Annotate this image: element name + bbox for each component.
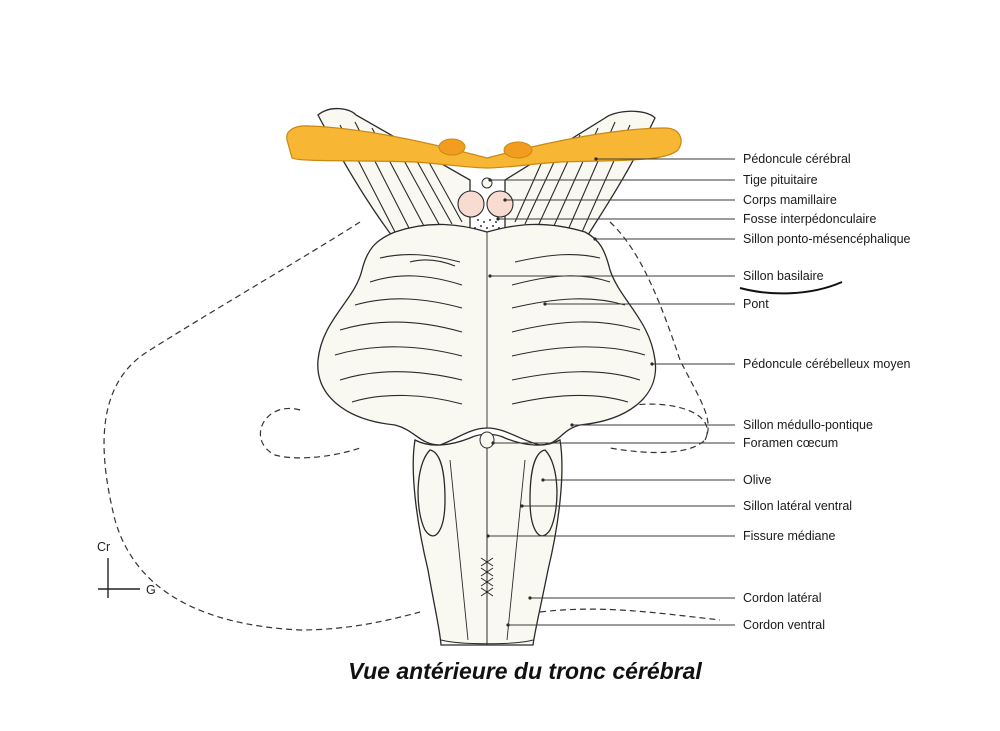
optic-chiasm xyxy=(286,125,682,169)
label-fosse-interpedonculaire: Fosse interpédonculaire xyxy=(743,212,876,226)
axis-label-left: G xyxy=(146,583,156,597)
cerebellum-outline xyxy=(103,221,721,631)
label-sillon-lateral-ventral: Sillon latéral ventral xyxy=(743,499,852,513)
label-fissure-mediane: Fissure médiane xyxy=(743,529,835,543)
diagram-title: Vue antérieure du tronc cérébral xyxy=(348,658,702,684)
pons xyxy=(317,223,657,446)
cerebral-peduncles xyxy=(317,107,656,241)
label-cordon-ventral: Cordon ventral xyxy=(743,618,825,632)
label-pedoncule-cerebral: Pédoncule cérébral xyxy=(743,152,851,166)
medulla xyxy=(412,431,563,646)
handwritten-underline xyxy=(739,281,843,295)
label-pedoncule-cerebelleux-moyen: Pédoncule cérébelleux moyen xyxy=(743,357,911,371)
label-foramen-coecum: Foramen cœcum xyxy=(743,436,838,450)
label-sillon-medullo-pontique: Sillon médullo-pontique xyxy=(743,418,873,432)
leader-lines xyxy=(488,158,735,626)
label-tige-pituitaire: Tige pituitaire xyxy=(743,173,818,187)
label-pont: Pont xyxy=(743,297,769,311)
label-list: Pédoncule cérébral Tige pituitaire Corps… xyxy=(743,152,911,632)
label-sillon-ponto-mesencephalique: Sillon ponto-mésencéphalique xyxy=(743,232,911,246)
orientation-axis: Cr G xyxy=(97,540,156,598)
label-corps-mamillaire: Corps mamillaire xyxy=(743,193,837,207)
label-sillon-basilaire: Sillon basilaire xyxy=(743,269,824,283)
axis-label-cranial: Cr xyxy=(97,540,110,554)
label-cordon-lateral: Cordon latéral xyxy=(743,591,822,605)
leader-dots xyxy=(486,157,654,627)
label-olive: Olive xyxy=(743,473,772,487)
pyramidal-decussation xyxy=(480,557,494,597)
